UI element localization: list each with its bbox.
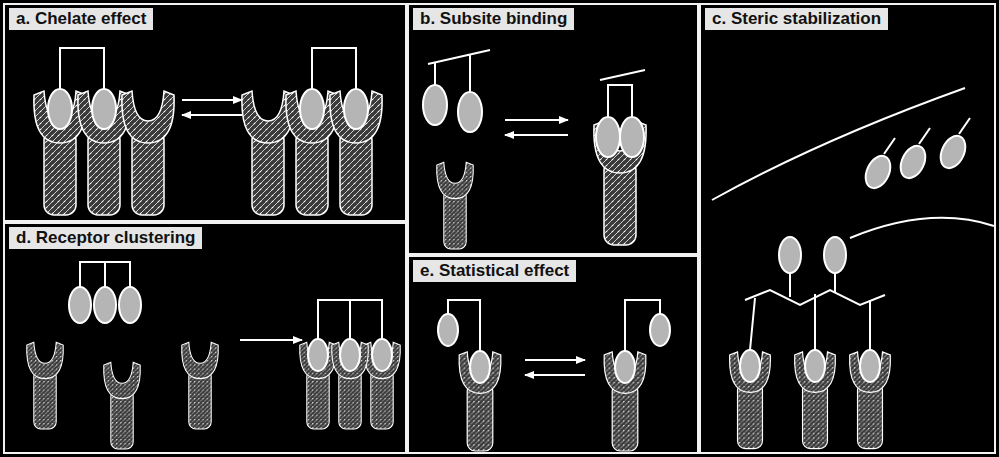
ligand-linker <box>750 294 870 350</box>
equilibrium-arrow <box>525 359 585 361</box>
panel-heading: a. Chelate effect <box>9 8 153 30</box>
ligand-linker <box>919 128 930 144</box>
surface-curve <box>850 218 994 238</box>
ligand <box>69 287 91 323</box>
ligand <box>805 350 825 382</box>
receptor <box>182 342 219 429</box>
ligand-linker <box>884 138 895 154</box>
arrow <box>240 339 302 341</box>
subsite-figure <box>423 50 646 249</box>
ligand <box>308 339 328 371</box>
ligand <box>438 314 458 346</box>
ligand <box>596 117 620 157</box>
surface-curve <box>712 88 965 200</box>
ligand <box>119 287 141 323</box>
panel-box: a. Chelate effect <box>3 3 407 222</box>
ligand <box>300 89 324 129</box>
receptor <box>459 352 501 451</box>
clustering-figure <box>27 262 401 449</box>
receptor <box>104 362 141 449</box>
steric-figure <box>712 88 994 449</box>
panel-heading: c. Steric stabilization <box>705 8 888 30</box>
ligand-linker <box>80 262 130 287</box>
ligand <box>936 132 970 172</box>
ligand-linker <box>318 300 382 339</box>
ligand-linker <box>60 48 104 89</box>
panel-box: c. Steric stabilization <box>699 3 996 454</box>
chelate-figure <box>34 48 382 215</box>
ligand <box>470 351 490 383</box>
ligand <box>779 237 801 273</box>
equilibrium-arrow <box>505 119 568 121</box>
panel-heading: b. Subsite binding <box>413 8 574 30</box>
ligand-linker <box>600 70 645 117</box>
ligand <box>344 89 368 129</box>
equilibrium-arrow <box>505 134 568 136</box>
ligand <box>423 85 447 125</box>
ligand <box>94 287 116 323</box>
ligand <box>458 92 482 132</box>
ligand <box>861 152 895 192</box>
panel-box: b. Subsite binding <box>407 3 699 255</box>
panel-box: e. Statistical effect <box>407 255 699 454</box>
panel-box: d. Receptor clustering <box>3 222 407 454</box>
panel-heading: d. Receptor clustering <box>9 227 202 249</box>
ligand <box>740 350 760 382</box>
receptor <box>604 352 646 451</box>
panel-heading: e. Statistical effect <box>413 260 576 282</box>
equilibrium-arrow <box>525 374 585 376</box>
ligand-linker <box>959 118 970 134</box>
receptor <box>437 162 474 249</box>
ligand <box>48 89 72 129</box>
ligand <box>824 237 846 273</box>
ligand <box>860 350 880 382</box>
ligand <box>620 117 644 157</box>
receptor <box>27 342 64 429</box>
equilibrium-arrow <box>182 99 242 101</box>
statistical-figure <box>438 300 670 451</box>
ligand <box>372 339 392 371</box>
equilibrium-arrow <box>182 114 242 116</box>
ligand <box>615 351 635 383</box>
ligand-linker <box>790 273 835 297</box>
ligand <box>896 142 930 182</box>
ligand <box>340 339 360 371</box>
ligand <box>92 89 116 129</box>
ligand-linker <box>312 48 356 89</box>
ligand <box>650 314 670 346</box>
receptor <box>122 91 174 215</box>
